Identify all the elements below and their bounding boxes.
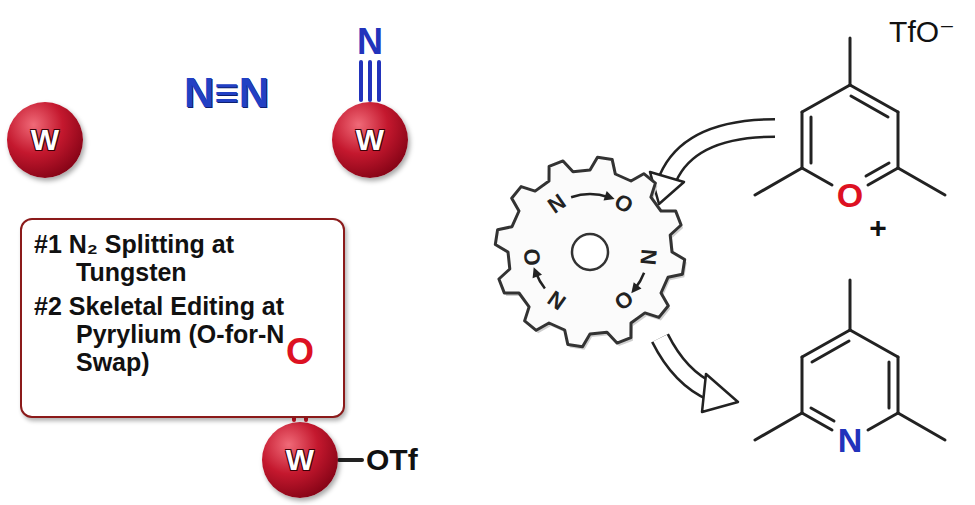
oxo-atom: O bbox=[286, 334, 314, 370]
hollow-arrow bbox=[133, 140, 320, 141]
atom-letter: O bbox=[521, 248, 544, 267]
triple-bond bbox=[361, 62, 379, 100]
nitrogen-atom: N bbox=[838, 423, 863, 457]
pyridine-ring bbox=[755, 280, 945, 440]
flow-arrow bbox=[660, 338, 738, 412]
charge-sign: + bbox=[869, 213, 887, 243]
element-symbol: W bbox=[31, 123, 59, 157]
hollow-arrow bbox=[407, 324, 518, 385]
atom-letter: N bbox=[636, 248, 659, 266]
triflate-group: OTf bbox=[366, 445, 418, 475]
oxygen-atom: O bbox=[837, 178, 863, 212]
tungsten-atom: W bbox=[7, 102, 83, 178]
pyrylium-ring bbox=[755, 38, 945, 195]
element-symbol: W bbox=[286, 443, 314, 477]
tungsten-atom: W bbox=[262, 422, 338, 498]
element-symbol: W bbox=[356, 123, 384, 157]
counter-anion: TfO⁻ bbox=[889, 17, 955, 47]
gear-cycle: NONONO bbox=[492, 154, 688, 350]
hollow-arrow bbox=[460, 132, 528, 171]
reagent-label: N≡N bbox=[184, 72, 269, 114]
summary-box: #1 N₂ Splitting at Tungsten#2 Skeletal E… bbox=[20, 218, 345, 418]
nitride-atom: N bbox=[357, 24, 383, 60]
summary-text: #1 N₂ Splitting at Tungsten bbox=[34, 230, 333, 286]
tungsten-atom: W bbox=[332, 102, 408, 178]
flow-arrow bbox=[650, 128, 775, 204]
single-bond bbox=[339, 458, 362, 462]
